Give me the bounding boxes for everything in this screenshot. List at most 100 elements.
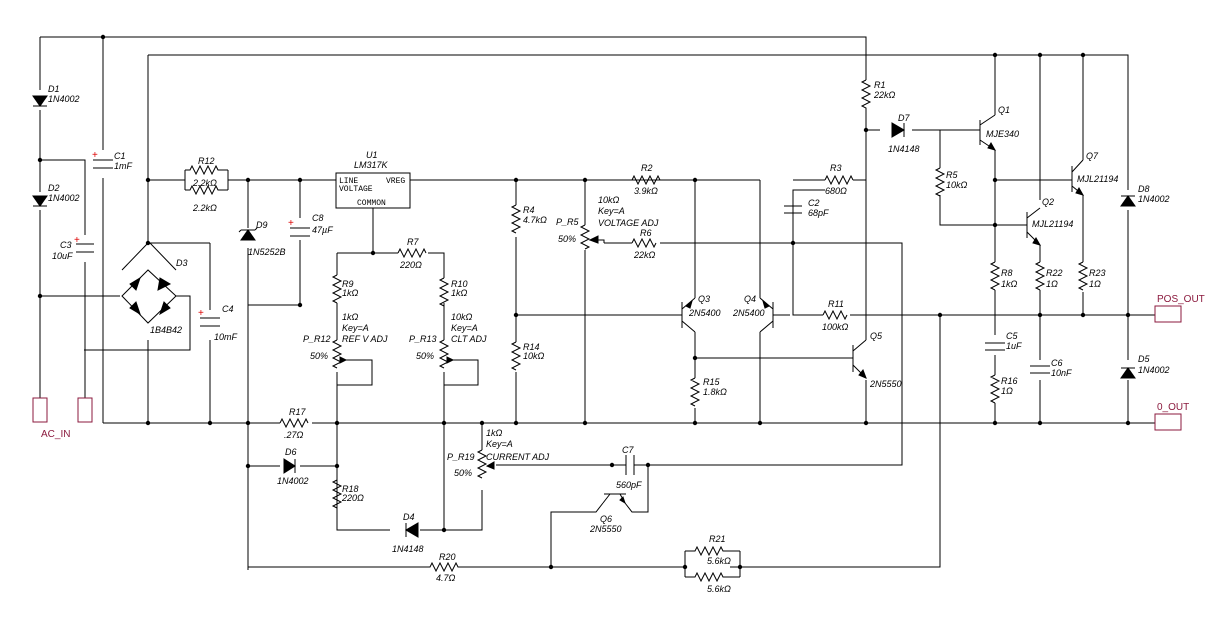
capacitor-c1-symbol: [93, 159, 113, 169]
transistor-q4-symbol: [759, 297, 790, 333]
label-r17-value: .27Ω: [284, 430, 304, 440]
label-p-r19-value: 1kΩ: [486, 428, 503, 438]
label-r20-value: 4.7Ω: [436, 573, 456, 583]
label-d6-value: 1N4002: [277, 476, 309, 486]
label-q5-value: 2N5550: [869, 379, 902, 389]
label-d5-value: 1N4002: [1138, 365, 1170, 375]
label-u1-pin-common: COMMON: [357, 199, 386, 208]
label-r17-ref: R17: [289, 407, 307, 417]
resistor-r21b-symbol: [685, 571, 740, 583]
label-p-r19-pct: 50%: [454, 468, 472, 478]
resistor-r22-symbol: [1034, 261, 1046, 291]
label-r11-ref: R11: [828, 299, 844, 309]
label-c2-value: 68pF: [808, 208, 829, 218]
c4-plus-mark: +: [198, 308, 204, 319]
label-d7-value: 1N4148: [888, 144, 920, 154]
label-r15-value: 1.8kΩ: [703, 387, 727, 397]
resistor-r20-symbol: [425, 561, 467, 573]
label-r21-value2: 5.6kΩ: [707, 584, 731, 594]
component-shapes: [32, 79, 1136, 583]
label-r5-ref: R5: [946, 170, 958, 180]
label-d9-ref: D9: [256, 220, 268, 230]
label-q4-value: 2N5400: [732, 308, 765, 318]
label-q6-ref: Q6: [600, 514, 612, 524]
resistor-r5-symbol: [934, 167, 946, 197]
label-r2-value: 3.9kΩ: [634, 186, 658, 196]
resistor-r7-symbol: [397, 247, 427, 259]
resistor-r16-symbol: [989, 374, 1001, 404]
label-r15-ref: R15: [703, 377, 721, 387]
label-u1-pin-voltage: VOLTAGE: [339, 185, 373, 194]
label-p-r19-label: CURRENT ADJ: [486, 452, 550, 462]
resistor-r9-symbol: [331, 274, 343, 304]
resistor-r2-symbol: [631, 174, 661, 186]
diode-d2-symbol: [32, 195, 48, 207]
label-u1-ref: U1: [366, 150, 378, 160]
pot-p-r12-symbol: [331, 339, 343, 369]
label-r21-ref: R21: [709, 534, 726, 544]
label-c8-value: 47µF: [312, 225, 333, 235]
label-r16-ref: R16: [1001, 376, 1018, 386]
label-r1-ref: R1: [874, 80, 886, 90]
label-d4-ref: D4: [403, 512, 415, 522]
label-d8-value: 1N4002: [1138, 194, 1170, 204]
label-d5-ref: D5: [1138, 354, 1150, 364]
transistor-q2-symbol: [1023, 207, 1041, 246]
label-q5-ref: Q5: [870, 331, 883, 341]
label-d2-value: 1N4002: [48, 193, 80, 203]
label-u1-pin-vreg: VREG: [386, 177, 405, 186]
label-d7-ref: D7: [898, 113, 910, 123]
diode-d1-symbol: [32, 95, 48, 107]
pos-out-terminal[interactable]: [1154, 305, 1182, 323]
label-p-r5-value: 10kΩ: [598, 195, 620, 205]
label-p-r12-ref: P_R12: [303, 334, 331, 344]
label-r12-value: 2.2kΩ: [192, 178, 217, 188]
label-d8-ref: D8: [1138, 184, 1150, 194]
label-p-r5-pct: 50%: [558, 234, 576, 244]
label-r3-value: 680Ω: [825, 186, 847, 196]
pot-p-r5-symbol: [579, 224, 591, 250]
label-q3-value: 2N5400: [688, 308, 721, 318]
label-q2-value: MJL21194: [1032, 219, 1073, 229]
label-r4-value: 4.7kΩ: [523, 215, 547, 225]
label-r6-ref: R6: [640, 228, 652, 238]
transistor-q1-symbol: [976, 114, 996, 151]
c8-plus-mark: +: [288, 218, 294, 229]
label-r14-value: 10kΩ: [523, 351, 545, 361]
label-p-r13-key: Key=A: [451, 323, 478, 333]
label-r16-value: 1Ω: [1001, 386, 1013, 396]
ac-in-terminal-right[interactable]: [77, 397, 93, 423]
resistor-r15-symbol: [689, 377, 701, 407]
c3-plus-mark: +: [74, 235, 80, 246]
label-d9-value: 1N5252B: [248, 247, 286, 257]
label-r23-value: 1Ω: [1089, 279, 1101, 289]
label-p-r13-pct: 50%: [416, 351, 434, 361]
label-r10-ref: R10: [451, 279, 468, 289]
label-c7-ref: C7: [622, 445, 634, 455]
port-zero-out-label: 0_OUT: [1157, 402, 1189, 413]
transistor-q7-symbol: [1068, 159, 1084, 196]
pot-p-r13-symbol: [438, 339, 450, 369]
label-d6-ref: D6: [285, 447, 297, 457]
label-r23-ref: R23: [1089, 268, 1106, 278]
resistor-r10-symbol: [438, 277, 450, 307]
label-r9-value: 1kΩ: [342, 288, 359, 298]
ac-in-terminal-left[interactable]: [32, 397, 48, 423]
c1-plus-mark: +: [92, 150, 98, 161]
capacitor-c5-symbol: [985, 342, 1005, 351]
label-r11-value: 100kΩ: [822, 322, 849, 332]
diode-d8-symbol: [1120, 195, 1136, 207]
label-p-r5-label: VOLTAGE ADJ: [598, 218, 659, 228]
label-d2-ref: D2: [48, 183, 60, 193]
resistor-r21a-symbol: [685, 545, 740, 557]
label-c6-value: 10nF: [1051, 368, 1072, 378]
resistor-r4-symbol: [510, 204, 522, 234]
diode-d7-symbol: [891, 122, 905, 138]
label-p-r12-key: Key=A: [342, 323, 369, 333]
label-r9-ref: R9: [342, 279, 354, 289]
label-r5-value: 10kΩ: [946, 180, 968, 190]
zero-out-terminal[interactable]: [1154, 413, 1182, 431]
label-q1-value: MJE340: [986, 129, 1019, 139]
label-c6-ref: C6: [1051, 358, 1063, 368]
label-p-r12-value: 1kΩ: [342, 312, 359, 322]
